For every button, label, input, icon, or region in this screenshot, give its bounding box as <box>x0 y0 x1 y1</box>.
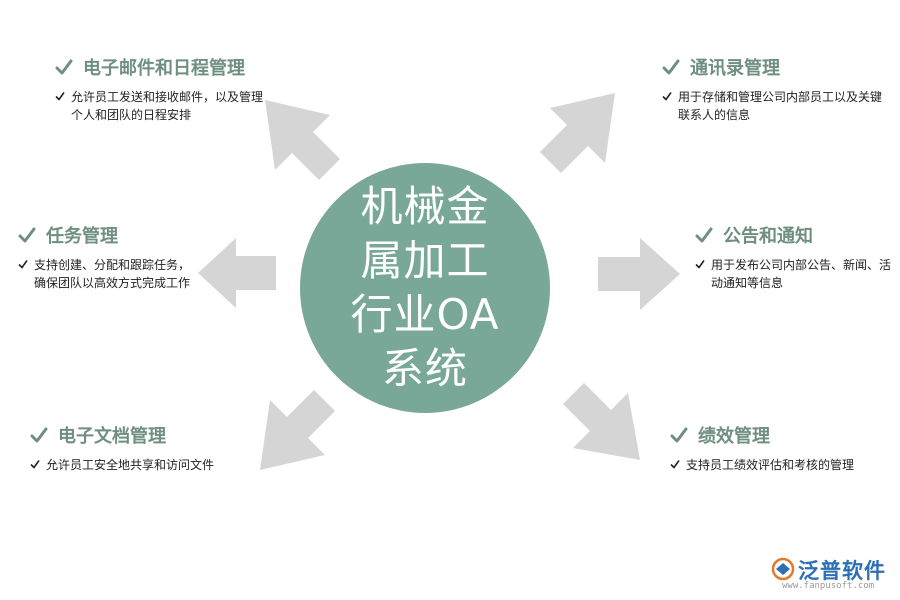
check-icon <box>662 59 680 75</box>
feature-description: 支持员工绩效评估和考核的管理 <box>670 456 895 474</box>
check-icon <box>30 427 48 443</box>
bullet-check-icon <box>30 460 40 469</box>
feature-description-text: 支持员工绩效评估和考核的管理 <box>686 458 855 472</box>
feature-description: 用于发布公司内部公告、新闻、活动通知等信息 <box>695 256 895 292</box>
logo-name: 泛普软件 <box>798 559 886 583</box>
brand-logo: 泛普软件 www.fanpusoft.com <box>770 555 895 595</box>
center-title: 机械金属加工行业OA系统 <box>350 182 500 393</box>
feature-title: 任务管理 <box>46 226 118 247</box>
logo-url: www.fanpusoft.com <box>782 581 875 591</box>
feature-document: 电子文档管理 允许员工安全地共享和访问文件 <box>30 422 270 474</box>
feature-description: 支持创建、分配和跟踪任务，确保团队以高效方式完成工作 <box>18 256 193 292</box>
arrow-right-icon <box>598 238 680 310</box>
arrow-up-left-icon <box>265 100 340 180</box>
feature-description-text: 支持创建、分配和跟踪任务，确保团队以高效方式完成工作 <box>34 258 191 290</box>
arrow-down-left-icon <box>260 390 335 470</box>
check-icon <box>55 59 73 75</box>
feature-task: 任务管理 支持创建、分配和跟踪任务，确保团队以高效方式完成工作 <box>18 222 193 292</box>
arrow-up-right-icon <box>540 93 615 173</box>
feature-contacts: 通讯录管理 用于存储和管理公司内部员工以及关键联系人的信息 <box>662 54 892 124</box>
bullet-check-icon <box>695 260 705 269</box>
feature-title: 电子文档管理 <box>58 426 166 447</box>
check-icon <box>18 227 36 243</box>
feature-description-text: 用于存储和管理公司内部员工以及关键联系人的信息 <box>678 90 883 122</box>
feature-description-text: 用于发布公司内部公告、新闻、活动通知等信息 <box>711 258 892 290</box>
bullet-check-icon <box>670 460 680 469</box>
feature-email-schedule: 电子邮件和日程管理 允许员工发送和接收邮件，以及管理个人和团队的日程安排 <box>55 54 265 124</box>
feature-title: 绩效管理 <box>698 426 770 447</box>
feature-title: 公告和通知 <box>723 226 813 247</box>
check-icon <box>670 427 688 443</box>
feature-description-text: 允许员工发送和接收邮件，以及管理个人和团队的日程安排 <box>71 90 264 122</box>
arrow-down-right-icon <box>563 383 640 460</box>
feature-description: 允许员工安全地共享和访问文件 <box>30 456 270 474</box>
bullet-check-icon <box>55 92 65 101</box>
bullet-check-icon <box>18 260 28 269</box>
feature-title: 通讯录管理 <box>690 58 780 79</box>
logo-mark-icon <box>771 557 795 581</box>
feature-description: 允许员工发送和接收邮件，以及管理个人和团队的日程安排 <box>55 88 265 124</box>
center-circle: 机械金属加工行业OA系统 <box>300 163 550 413</box>
feature-description-text: 允许员工安全地共享和访问文件 <box>46 458 215 472</box>
feature-title: 电子邮件和日程管理 <box>83 58 245 79</box>
feature-performance: 绩效管理 支持员工绩效评估和考核的管理 <box>670 422 895 474</box>
arrow-left-icon <box>198 238 276 308</box>
feature-description: 用于存储和管理公司内部员工以及关键联系人的信息 <box>662 88 892 124</box>
feature-announcements: 公告和通知 用于发布公司内部公告、新闻、活动通知等信息 <box>695 222 895 292</box>
bullet-check-icon <box>662 92 672 101</box>
check-icon <box>695 227 713 243</box>
